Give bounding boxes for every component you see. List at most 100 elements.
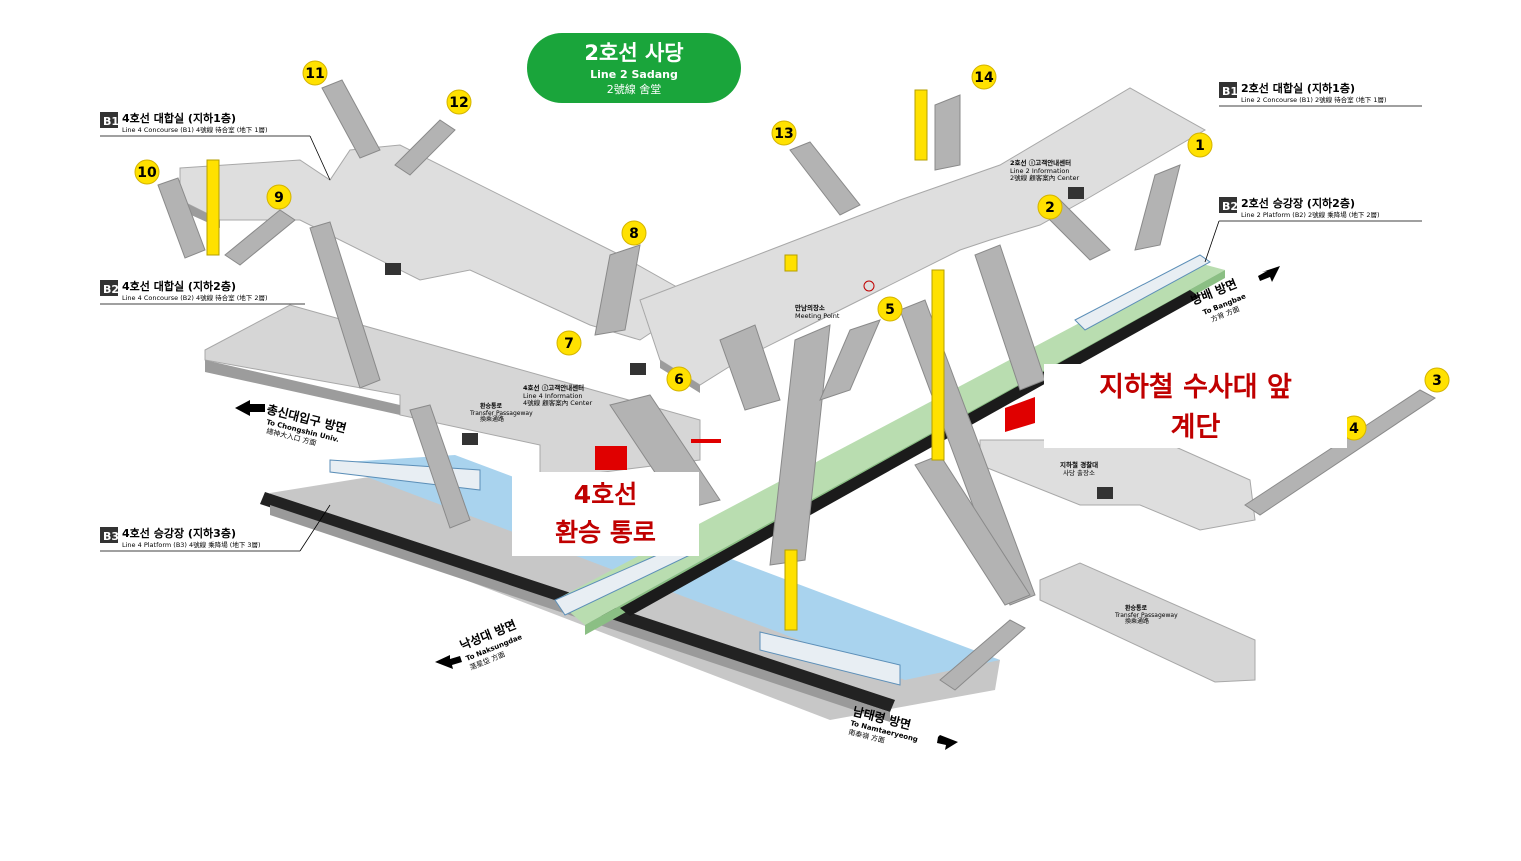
svg-text:7: 7 xyxy=(564,336,574,352)
exit-5: 5 xyxy=(877,296,903,322)
callout-line4-line2: 환승 통로 xyxy=(555,518,656,547)
restroom-icon xyxy=(385,263,401,275)
svg-text:10: 10 xyxy=(137,165,157,181)
svg-text:4호선 대합실 (지하2층): 4호선 대합실 (지하2층) xyxy=(122,279,236,293)
restroom-icon xyxy=(462,433,478,445)
svg-text:13: 13 xyxy=(774,126,793,142)
svg-text:Meeting Point: Meeting Point xyxy=(795,312,840,320)
svg-text:換乘通路: 換乘通路 xyxy=(480,415,504,423)
direction-naksungdae: 낙성대 방면 To Naksungdae 落星垈 方面 xyxy=(435,617,524,672)
svg-text:만남의장소: 만남의장소 xyxy=(795,303,825,312)
line4-concourse-b1 xyxy=(179,144,701,341)
restroom-icon xyxy=(630,363,646,375)
svg-text:12: 12 xyxy=(449,95,468,111)
highlight-police-stairs xyxy=(1005,397,1035,432)
svg-text:4호선 승강장 (지하3층): 4호선 승강장 (지하3층) xyxy=(122,526,236,540)
svg-text:환승통로: 환승통로 xyxy=(1125,604,1148,612)
highlight-line-mark xyxy=(691,439,721,443)
line4-concourse-b2 xyxy=(204,304,701,481)
exit-6: 6 xyxy=(666,366,692,392)
svg-text:4號線 顧客案內 Center: 4號線 顧客案內 Center xyxy=(523,398,592,407)
line2-train-top xyxy=(1074,254,1211,331)
svg-text:換乘通路: 換乘通路 xyxy=(1125,617,1149,625)
exit-9: 9 xyxy=(266,184,292,210)
level-label-b1-line2: B1 2호선 대합실 (지하1층) Line 2 Concourse (B1) … xyxy=(1219,81,1422,107)
svg-text:환승통로: 환승통로 xyxy=(480,402,503,410)
exit-12: 12 xyxy=(446,89,472,115)
callout-police-line2: 계단 xyxy=(1170,412,1221,443)
svg-text:B1: B1 xyxy=(103,115,119,128)
elevator-shafts xyxy=(206,89,945,631)
svg-text:2호선 ⓘ고객안내센터: 2호선 ⓘ고객안내센터 xyxy=(1010,158,1071,167)
exit-7: 7 xyxy=(556,330,582,356)
station-subtitle-hanja: 2號線 舍堂 xyxy=(606,83,662,96)
exit-8: 8 xyxy=(621,220,647,246)
exit-1: 1 xyxy=(1187,132,1213,158)
svg-text:4호선 대합실 (지하1층): 4호선 대합실 (지하1층) xyxy=(122,111,236,125)
level-label-b1-line4: B1 4호선 대합실 (지하1층) Line 4 Concourse (B1) … xyxy=(100,111,331,181)
station-name-badge: 2호선 사당 Line 2 Sadang 2號線 舍堂 xyxy=(527,33,741,103)
line2-platform xyxy=(554,254,1225,635)
exit-3: 3 xyxy=(1424,367,1450,393)
level-label-b2-line2: B2 2호선 승강장 (지하2층) Line 2 Platform (B2) 2… xyxy=(1204,196,1422,263)
svg-text:11: 11 xyxy=(305,66,324,82)
line2-info-label: 2호선 ⓘ고객안내센터 Line 2 Information 2號線 顧客案內 … xyxy=(1010,158,1079,182)
line2-concourse-right xyxy=(979,439,1256,531)
svg-text:Line 4 Information: Line 4 Information xyxy=(523,392,582,400)
callout-line4-transfer: 4호선 환승 통로 xyxy=(512,472,699,556)
svg-text:B2: B2 xyxy=(1222,200,1238,213)
svg-text:4호선 ⓘ고객안내센터: 4호선 ⓘ고객안내센터 xyxy=(523,383,584,392)
meeting-point-label: 만남의장소 Meeting Point xyxy=(795,303,840,320)
svg-text:Line 4 Platform (B3) 4號線 乘降場 (: Line 4 Platform (B3) 4號線 乘降場 (地下 3層) xyxy=(122,540,261,549)
exit-14: 14 xyxy=(971,64,997,90)
svg-text:Line 2 Platform (B2) 2號線 乘降場 (: Line 2 Platform (B2) 2號線 乘降場 (地下 2層) xyxy=(1241,210,1380,219)
svg-text:사당 출장소: 사당 출장소 xyxy=(1063,468,1095,477)
svg-text:4: 4 xyxy=(1349,421,1359,437)
exit-10: 10 xyxy=(134,159,160,185)
svg-text:Line 4 Concourse (B1) 4號線 待合室: Line 4 Concourse (B1) 4號線 待合室 (地下 1層) xyxy=(122,125,268,134)
svg-text:Line 4 Concourse (B2) 4號線 待合室: Line 4 Concourse (B2) 4號線 待合室 (地下 2層) xyxy=(122,293,268,302)
svg-text:Line 2 Information: Line 2 Information xyxy=(1010,167,1069,175)
level-label-b3-line4: B3 4호선 승강장 (지하3층) Line 4 Platform (B3) 4… xyxy=(100,504,331,552)
svg-text:2호선 승강장 (지하2층): 2호선 승강장 (지하2층) xyxy=(1241,196,1355,210)
svg-text:B2: B2 xyxy=(103,283,119,296)
restroom-icon xyxy=(1097,487,1113,499)
station-title: 2호선 사당 xyxy=(584,41,684,65)
transfer-label-right: 환승통로 Transfer Passageway 換乘通路 xyxy=(1114,604,1178,625)
line4-train-right xyxy=(759,631,901,686)
highlight-line4-transfer xyxy=(595,446,627,470)
svg-text:Line 2 Concourse (B1) 2號線 待合室: Line 2 Concourse (B1) 2號線 待合室 (地下 1層) xyxy=(1241,95,1387,104)
direction-chongshin: 총신대입구 방면 To Chongshin Univ. 總神大入口 方面 xyxy=(235,400,348,447)
svg-text:2號線 顧客案內 Center: 2號線 顧客案內 Center xyxy=(1010,173,1079,182)
line2-concourse-b1 xyxy=(639,87,1207,386)
transfer-label-left: 환승통로 Transfer Passageway 換乘通路 xyxy=(469,402,533,423)
svg-text:B3: B3 xyxy=(103,530,119,543)
police-label: 지하철 경찰대 사당 출장소 xyxy=(1060,460,1098,477)
svg-text:8: 8 xyxy=(629,226,639,242)
svg-text:B1: B1 xyxy=(1222,85,1238,98)
exit-markers: 1 2 3 4 5 6 7 8 9 10 11 12 13 14 xyxy=(134,60,1450,441)
callout-police-stairs: 지하철 수사대 앞 계단 xyxy=(1044,364,1347,448)
svg-text:6: 6 xyxy=(674,372,684,388)
svg-text:Transfer Passageway: Transfer Passageway xyxy=(469,410,533,417)
svg-text:14: 14 xyxy=(974,70,994,86)
callout-police-line1: 지하철 수사대 앞 xyxy=(1099,372,1292,403)
svg-text:5: 5 xyxy=(885,302,895,318)
restroom-icon xyxy=(1068,187,1084,199)
svg-text:1: 1 xyxy=(1195,138,1205,154)
level-label-b2-line4: B2 4호선 대합실 (지하2층) Line 4 Concourse (B2) … xyxy=(100,279,305,305)
exit-13: 13 xyxy=(771,120,797,146)
line4-info-label: 4호선 ⓘ고객안내센터 Line 4 Information 4號線 顧客案內 … xyxy=(523,383,592,407)
svg-text:2호선 대합실 (지하1층): 2호선 대합실 (지하1층) xyxy=(1241,81,1355,95)
exit-2: 2 xyxy=(1037,194,1063,220)
svg-text:지하철 경찰대: 지하철 경찰대 xyxy=(1060,460,1098,469)
svg-text:9: 9 xyxy=(274,190,284,206)
info-icon xyxy=(863,280,875,292)
direction-namtaeryeong: 남태령 방면 To Namtaeryeong 南泰嶺 方面 xyxy=(848,703,958,750)
svg-text:Transfer Passageway: Transfer Passageway xyxy=(1114,612,1178,619)
callout-line4-line1: 4호선 xyxy=(573,480,638,509)
svg-text:2: 2 xyxy=(1045,200,1055,216)
transfer-floor-right xyxy=(1039,562,1256,683)
exit-11: 11 xyxy=(302,60,328,86)
station-subtitle-en: Line 2 Sadang xyxy=(590,68,678,81)
